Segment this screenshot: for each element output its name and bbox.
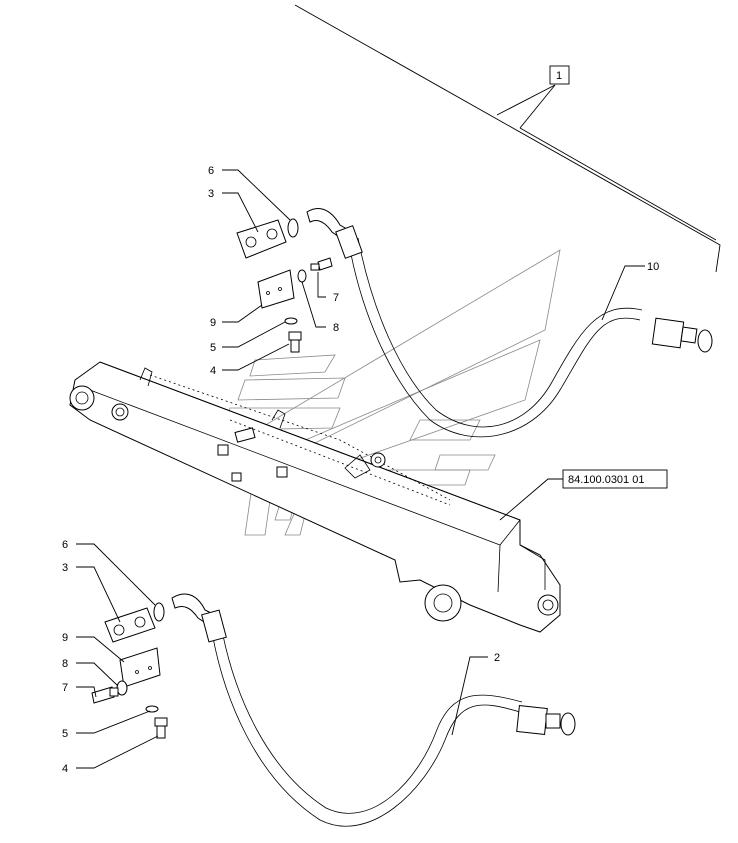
catalog-reference-label: 84.100.0301 01 bbox=[568, 474, 644, 486]
hose-lower bbox=[171, 593, 576, 827]
hose-upper bbox=[306, 208, 713, 438]
lower-fitting-group bbox=[91, 602, 168, 739]
callout-lower-6: 6 bbox=[62, 539, 68, 551]
callout-lower-3: 3 bbox=[62, 562, 68, 574]
leaders-lower bbox=[76, 543, 488, 769]
callout-lower-5: 5 bbox=[62, 728, 68, 740]
upper-fitting-group bbox=[236, 218, 333, 353]
callout-upper-10: 10 bbox=[647, 261, 659, 273]
leaders-upper bbox=[222, 169, 645, 371]
callout-upper-9: 9 bbox=[210, 317, 216, 329]
callout-upper-5: 5 bbox=[210, 342, 216, 354]
callout-upper-7: 7 bbox=[333, 292, 339, 304]
callout-upper-6: 6 bbox=[208, 165, 214, 177]
callout-lower-2: 2 bbox=[494, 652, 500, 664]
catalog-reference: 84.100.0301 01 bbox=[499, 469, 668, 521]
callout-upper-3: 3 bbox=[208, 188, 214, 200]
reference-box-label: 1 bbox=[556, 70, 562, 82]
callout-lower-9: 9 bbox=[62, 632, 68, 644]
callout-lower-7: 7 bbox=[62, 682, 68, 694]
assembly-reference: 1 bbox=[294, 4, 721, 273]
boom-arm bbox=[69, 361, 561, 633]
callout-upper-4: 4 bbox=[210, 365, 216, 377]
callout-lower-4: 4 bbox=[62, 763, 68, 775]
callout-lower-8: 8 bbox=[62, 658, 68, 670]
callout-upper-8: 8 bbox=[333, 322, 339, 334]
